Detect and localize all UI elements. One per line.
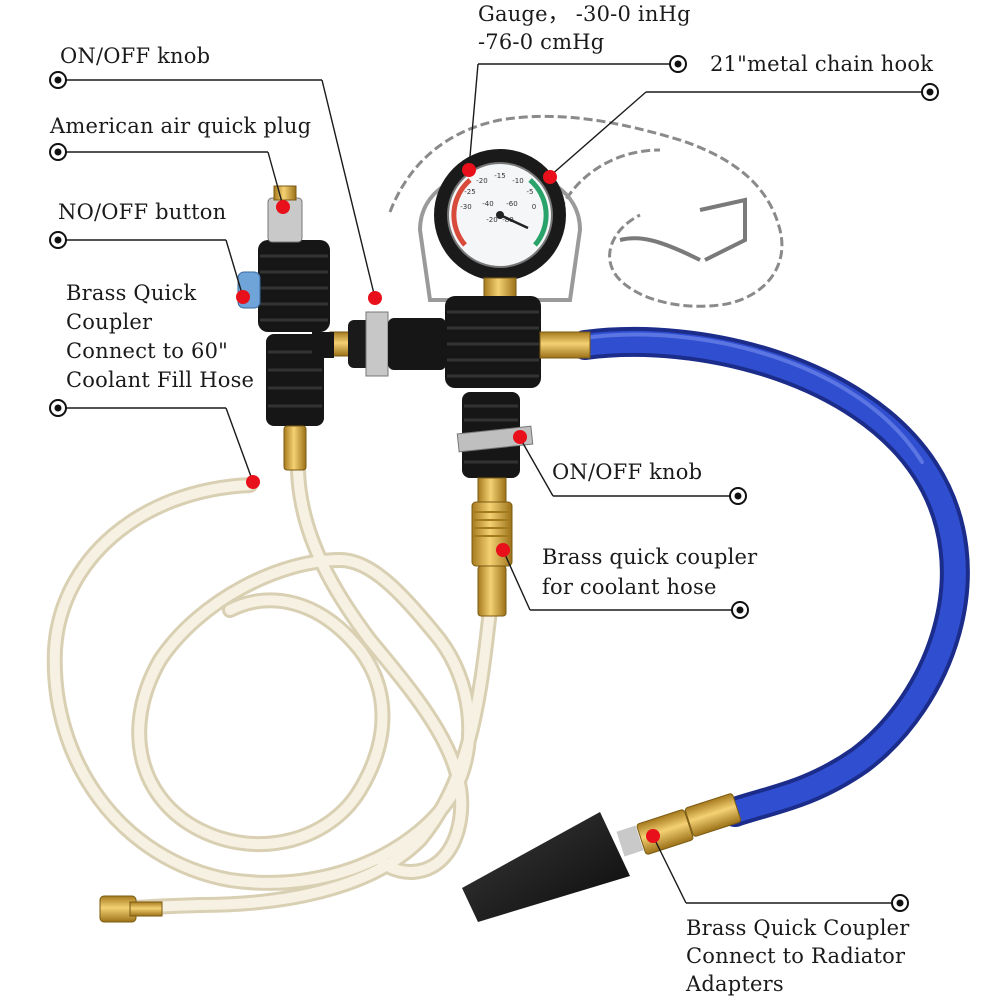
marker-fill-coupler: [246, 475, 260, 489]
on-off-knob-bottom-label: ON/OFF knob: [552, 460, 703, 484]
on-off-knob-top-label: ON/OFF knob: [60, 44, 211, 68]
gauge-tick-label: -30: [460, 203, 471, 211]
endpoint-button: [49, 231, 67, 249]
radiator-hose: [570, 326, 970, 827]
gauge-tick-label: -5: [527, 188, 534, 196]
gauge-label-line2: -76-0 cmHg: [478, 30, 605, 54]
gauge-tick-label: -40: [482, 200, 493, 208]
marker-button: [236, 290, 250, 304]
endpoint-chain: [921, 83, 939, 101]
air-quick-plug-label: American air quick plug: [50, 114, 312, 138]
brass-fill-coupler-label: Brass Quick Coupler Connect to 60" Coola…: [66, 281, 255, 392]
chain-hook-label: 21"metal chain hook: [710, 52, 934, 76]
brass-coolant-coupler-label: Brass quick coupler for coolant hose: [542, 545, 758, 599]
marker-radiator-coupler: [646, 829, 660, 843]
gauge-tick-label: -20: [486, 216, 497, 224]
endpoint-knob-top: [49, 71, 67, 89]
brass-radiator-coupler-label: Brass Quick Coupler Connect to Radiator …: [686, 916, 910, 996]
vacuum-gauge: -15-10-20-5-250-30-60-40-80-20: [417, 149, 583, 302]
endpoint-knob-bottom: [729, 487, 747, 505]
marker-chain: [543, 170, 557, 184]
gauge-tick-label: -20: [476, 177, 487, 185]
radiator-adapter-cone: [462, 793, 742, 922]
gauge-tick-label: -60: [506, 200, 517, 208]
marker-knob-top: [368, 291, 382, 305]
endpoint-fill-coupler: [49, 399, 67, 417]
red-markers: [236, 163, 660, 843]
brass-hose-end-fitting: [99, 895, 163, 923]
leader-lines: [58, 63, 930, 904]
gauge-label-line1: Gauge， -30-0 inHg: [478, 2, 691, 26]
marker-gauge: [462, 163, 476, 177]
no-off-button-label: NO/OFF button: [58, 200, 227, 224]
coolant-fill-hose: [46, 462, 498, 916]
marker-knob-bottom: [513, 430, 527, 444]
gauge-tick-label: -10: [512, 177, 523, 185]
marker-air-plug: [276, 200, 290, 214]
endpoint-gauge: [669, 55, 687, 73]
gauge-tick-label: 0: [532, 203, 536, 211]
endpoint-air-plug: [49, 143, 67, 161]
marker-coolant-coupler: [496, 543, 510, 557]
label-endpoints: [49, 55, 939, 912]
manifold-body: [237, 185, 591, 617]
endpoint-coolant-coupler: [731, 601, 749, 619]
gauge-tick-label: -25: [464, 188, 475, 196]
gauge-tick-label: -15: [494, 172, 505, 180]
endpoint-radiator-coupler: [891, 894, 909, 912]
